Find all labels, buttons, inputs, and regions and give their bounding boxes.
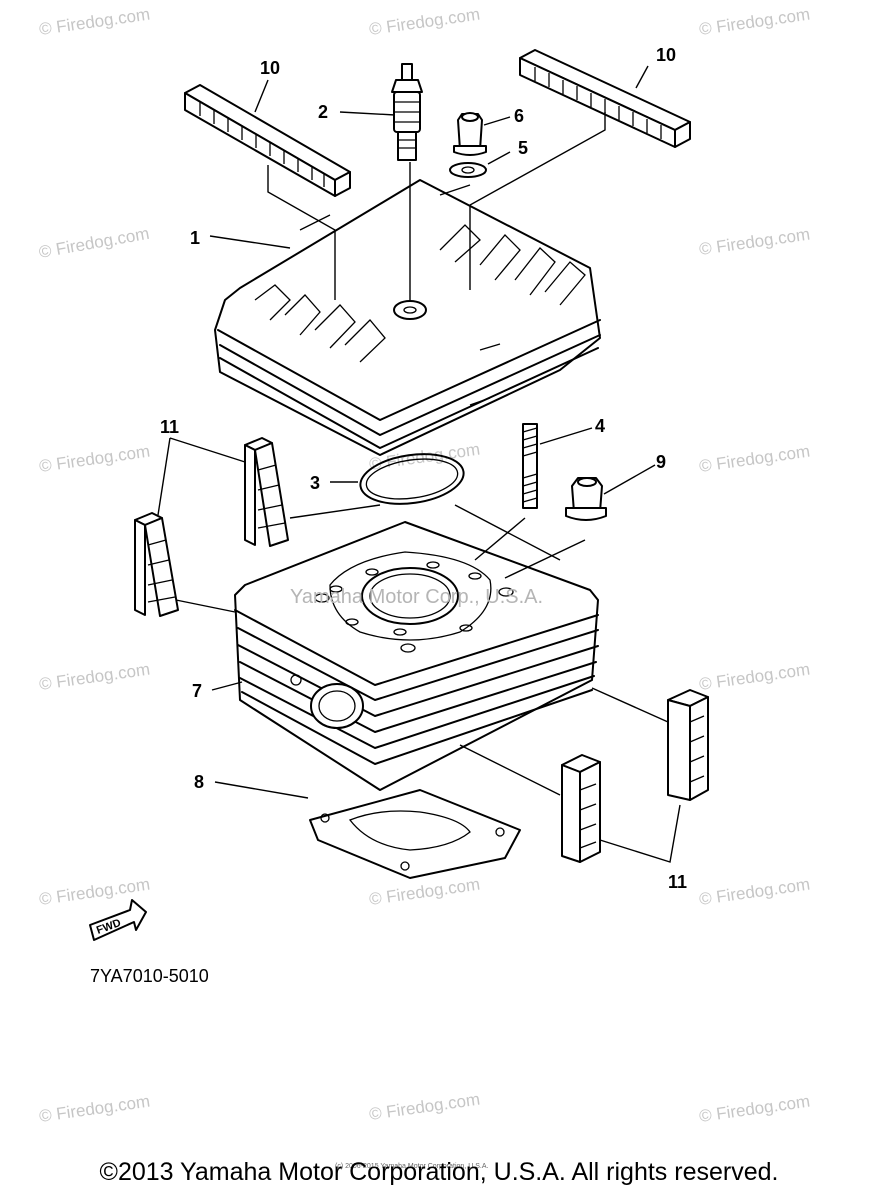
base-gasket — [309, 789, 521, 879]
washer — [449, 162, 487, 178]
callout-labels: 1 2 3 4 5 6 7 8 9 10 10 11 11 — [160, 45, 687, 892]
watermark: © Firedog.com — [698, 442, 811, 476]
damper-block-lower-right — [561, 754, 601, 863]
watermark: © Firedog.com — [698, 1092, 811, 1126]
callout-4: 4 — [595, 416, 605, 436]
callout-6: 6 — [514, 106, 524, 126]
watermark: © Firedog.com — [37, 224, 150, 262]
watermark: © Firedog.com — [38, 660, 151, 694]
callout-10-right: 10 — [656, 45, 676, 65]
watermark: © Firedog.com — [38, 1092, 151, 1126]
leader-lines — [157, 65, 681, 863]
damper-block-right — [667, 689, 709, 801]
callout-11-upper: 11 — [160, 417, 179, 437]
watermark: © Firedog.com — [368, 1090, 481, 1124]
callout-11-lower: 11 — [668, 872, 687, 892]
watermark: © Firedog.com — [38, 5, 151, 39]
watermark: © Firedog.com — [698, 225, 811, 259]
forward-arrow-icon: FWD — [89, 899, 147, 941]
damper-strip-right — [519, 49, 691, 148]
diagram-code: 7YA7010-5010 — [90, 966, 209, 986]
callout-9: 9 — [656, 452, 666, 472]
watermark: © Firedog.com — [698, 875, 811, 909]
watermark: © Firedog.com — [368, 5, 481, 39]
callout-2: 2 — [318, 102, 328, 122]
center-watermark: Yamaha Motor Corp., U.S.A. — [290, 586, 543, 608]
tiny-copyright: (c) 2006-2015 Yamaha Motor Corporation, … — [335, 1163, 488, 1170]
damper-block-upper-left — [244, 437, 289, 547]
o-ring — [359, 453, 465, 505]
watermark: © Firedog.com — [698, 660, 811, 694]
callout-5: 5 — [518, 138, 528, 158]
watermark: © Firedog.com — [368, 875, 481, 909]
callout-7: 7 — [192, 681, 202, 701]
watermark: © Firedog.com — [698, 5, 811, 39]
callout-8: 8 — [194, 772, 204, 792]
cylinder-nut — [565, 477, 607, 521]
damper-strip-left — [184, 84, 351, 197]
damper-block-lower-left — [134, 512, 179, 617]
head-nut — [453, 112, 487, 156]
stud-bolt — [522, 423, 538, 509]
cylinder-head — [214, 179, 601, 456]
copyright-footer: ©2013 Yamaha Motor Corporation, U.S.A. A… — [99, 1158, 779, 1186]
cylinder-block — [234, 521, 599, 791]
callout-10-left: 10 — [260, 58, 280, 78]
callout-3: 3 — [310, 473, 320, 493]
callout-1: 1 — [190, 228, 200, 248]
watermark: © Firedog.com — [38, 442, 151, 476]
spark-plug — [391, 63, 423, 161]
